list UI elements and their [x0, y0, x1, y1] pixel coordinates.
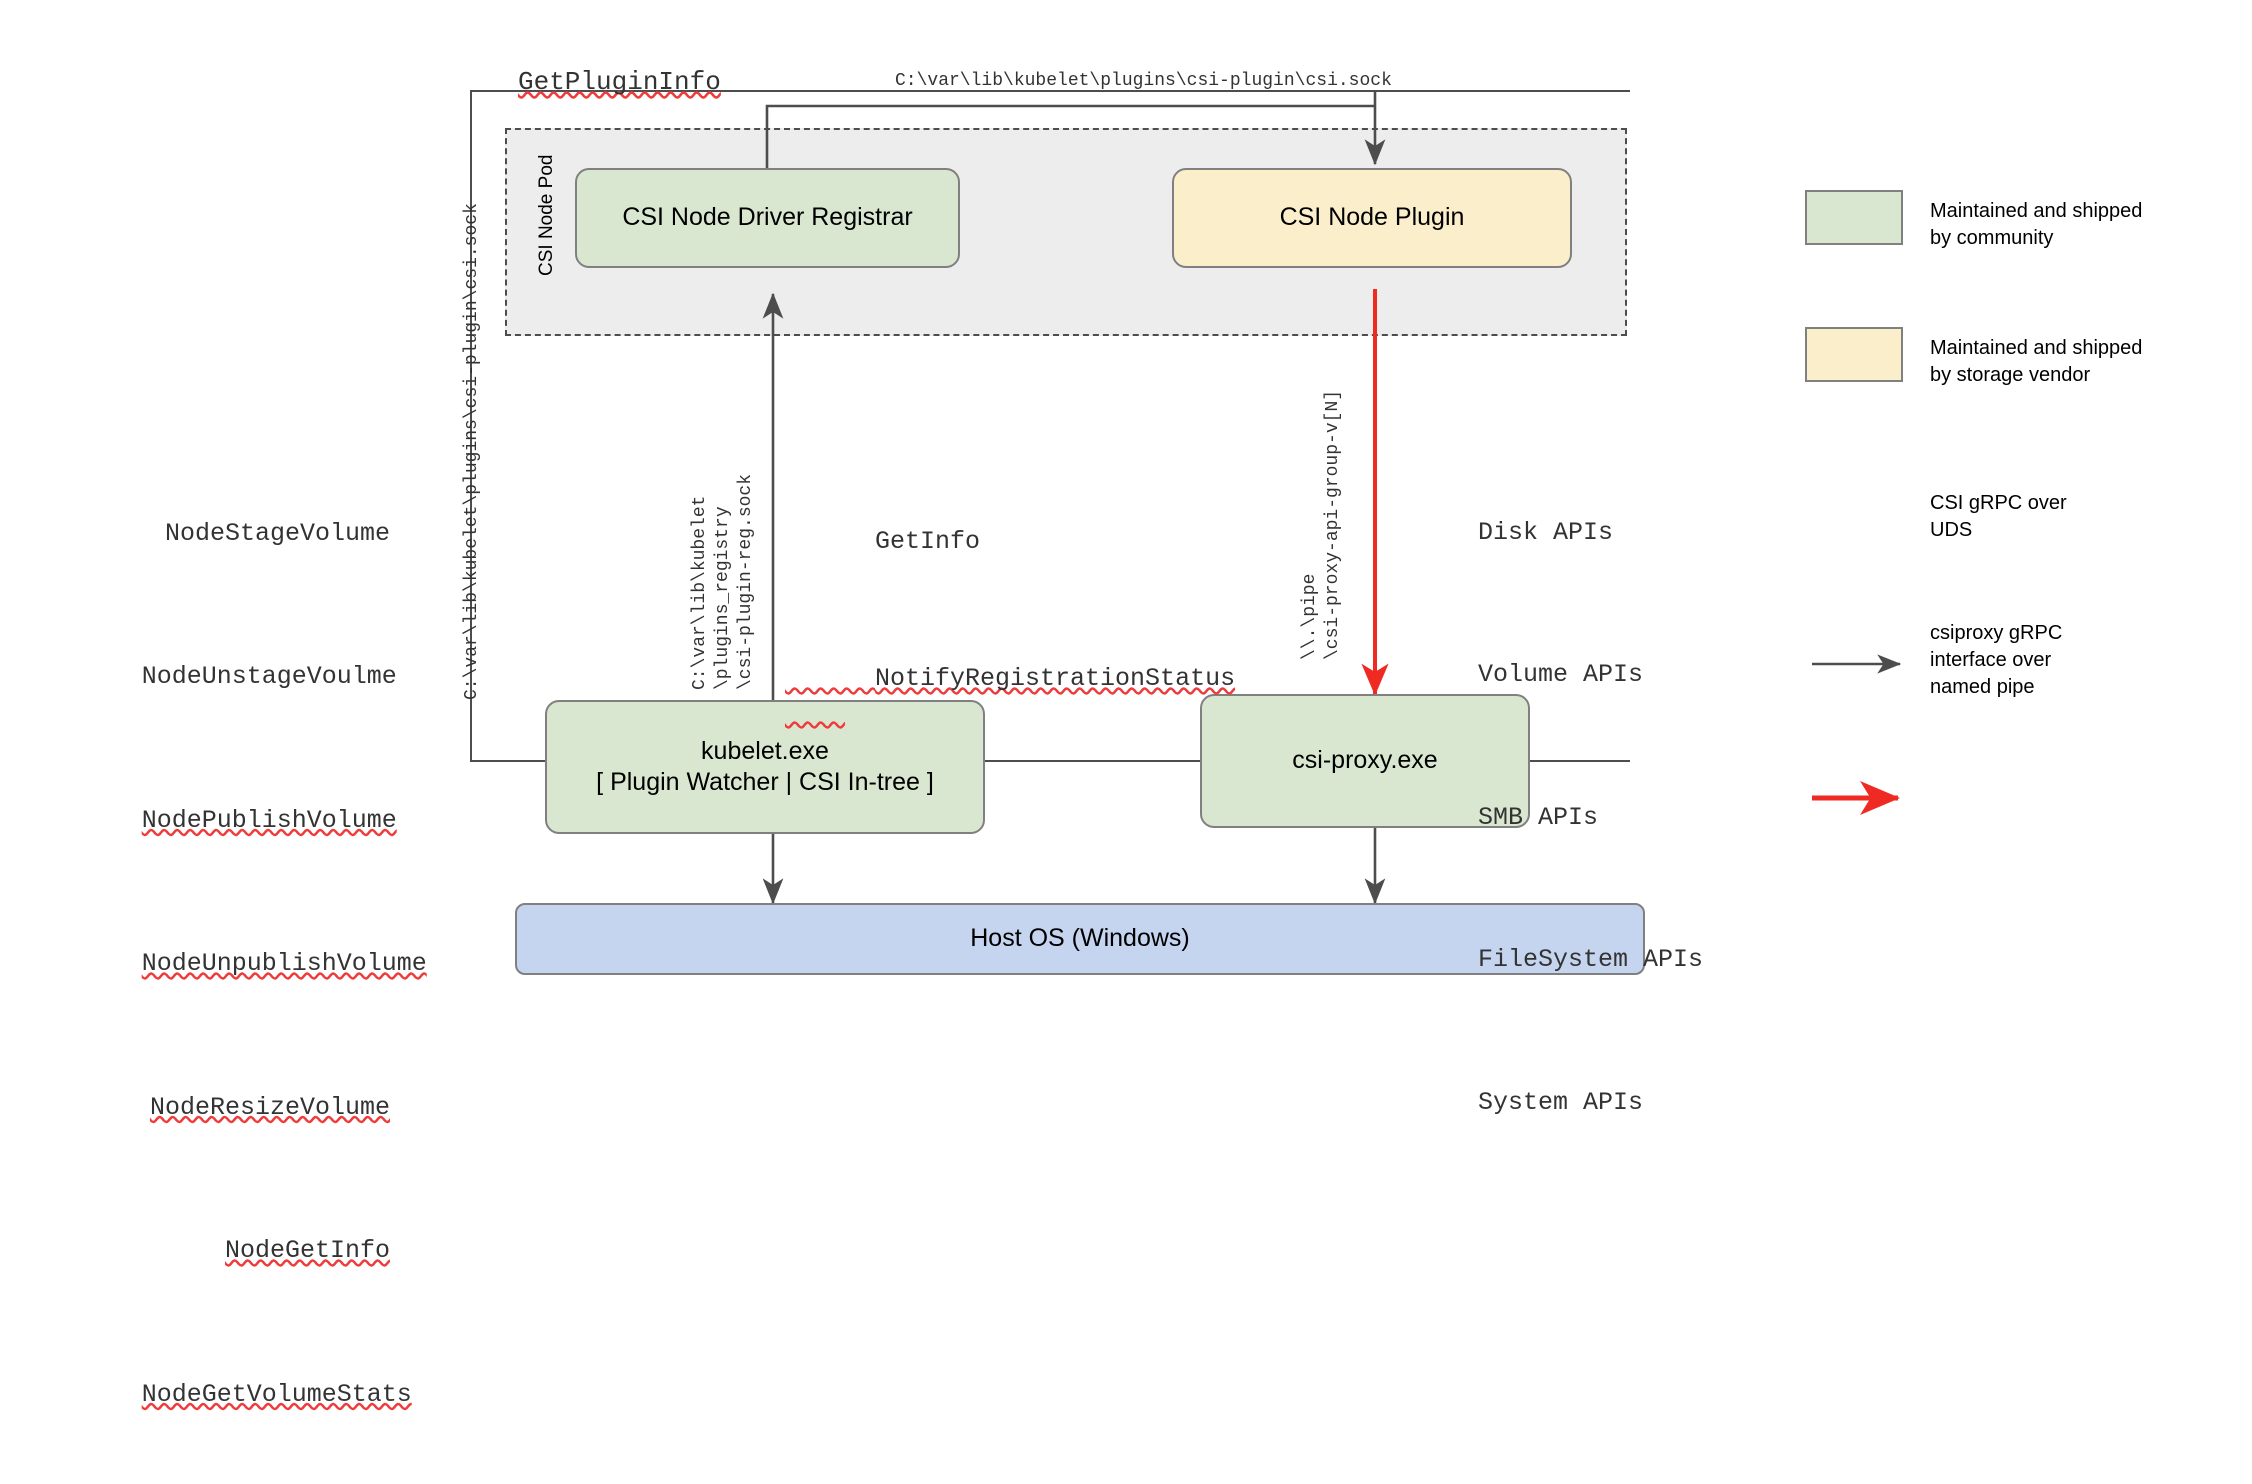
- node-service-call-label: NodeGetVolumeStats: [141, 1379, 412, 1409]
- label-registry-sock-path-line-2: \plugins_registry: [713, 506, 733, 690]
- label-csi-sock-path-left: C:\var\lib\kubelet\plugins\csi-plugin\cs…: [462, 203, 482, 700]
- node-csi-proxy-exe-label: csi-proxy.exe: [1292, 746, 1438, 775]
- label-get-plugin-info: GetPluginInfo: [518, 67, 721, 97]
- node-service-call-item: NodePublishVolume: [100, 766, 397, 874]
- legend-label-vendor: Maintained and shipped by storage vendor: [1930, 337, 2143, 386]
- node-service-call-label: NodeUnstageVoulme: [141, 662, 397, 691]
- csi-proxy-api-label: System APIs: [1478, 1087, 1644, 1117]
- node-service-calls-list: NodeStageVolume NodeUnstageVoulme NodePu…: [100, 443, 427, 1484]
- label-named-pipe-path-line-2: \csi-proxy-api-group-v[N]: [1323, 389, 1343, 660]
- registration-call-label: GetInfo: [875, 526, 981, 556]
- csi-proxy-api-label: FileSystem APIs: [1478, 945, 1704, 974]
- csi-proxy-api-list: Disk APIs Volume APIs SMB APIs FileSyste…: [1388, 443, 1703, 1192]
- csi-proxy-api-label: SMB APIs: [1478, 802, 1599, 832]
- legend-label-csi-grpc-uds: CSI gRPC over UDS: [1930, 492, 2067, 541]
- label-csi-sock-path-top: C:\var\lib\kubelet\plugins\csi-plugin\cs…: [895, 71, 1392, 91]
- label-registry-sock-path-line-3: \csi-plugin-reg.sock: [736, 473, 756, 690]
- node-host-os-label: Host OS (Windows): [970, 924, 1190, 953]
- legend-label-community: Maintained and shipped by community: [1930, 200, 2143, 249]
- legend-label-csiproxy-grpc-named-pipe: csiproxy gRPC interface over named pipe: [1930, 622, 2063, 698]
- label-registry-sock-path-line-1: C:\var\lib\kubelet: [690, 495, 710, 690]
- node-service-call-item: NodeUnpublishVolume: [100, 910, 427, 1018]
- label-named-pipe-path-line-1: \\.\pipe: [1300, 573, 1320, 660]
- node-service-call-item: NodeStageVolume: [100, 479, 390, 587]
- csi-proxy-api-label: Disk APIs: [1478, 517, 1614, 547]
- node-service-call-label: NodeUnpublishVolume: [141, 949, 427, 978]
- node-csi-node-driver-registrar-label: CSI Node Driver Registrar: [622, 203, 913, 232]
- csi-proxy-api-item: FileSystem APIs: [1388, 907, 1703, 1014]
- get-plugin-info-routing-bracket: [470, 90, 1630, 762]
- csi-proxy-api-item: SMB APIs: [1388, 764, 1703, 871]
- node-service-call-label: NodePublishVolume: [141, 805, 397, 835]
- registration-calls-list: GetInfo NotifyRegistrationStatus: [785, 455, 1235, 766]
- legend-swatch-community: [1805, 190, 1903, 245]
- diagram-canvas: CSI Node Pod CSI Node Driver Registrar: [142, 67, 2143, 1409]
- node-service-call-item: NodeGetInfo: [100, 1197, 390, 1305]
- node-kubelet-exe-label: kubelet.exe [ Plugin Watcher | CSI In-tr…: [596, 736, 934, 796]
- registration-call-item: NotifyRegistrationStatus: [785, 628, 1235, 729]
- legend-swatch-vendor: [1805, 327, 1903, 382]
- node-service-call-item: NodeResizeVolume: [100, 1053, 390, 1161]
- node-service-call-label: NodeStageVolume: [164, 518, 390, 548]
- node-csi-node-plugin[interactable]: CSI Node Plugin: [1172, 168, 1572, 268]
- node-kubelet-exe[interactable]: kubelet.exe [ Plugin Watcher | CSI In-tr…: [545, 700, 985, 834]
- csi-proxy-api-item: System APIs: [1388, 1049, 1703, 1156]
- node-csi-node-plugin-label: CSI Node Plugin: [1279, 203, 1465, 232]
- csi-node-pod-label: CSI Node Pod: [536, 154, 557, 276]
- node-service-call-item: NodeUnstageVoulme: [100, 623, 397, 731]
- node-service-call-item: NodeGetVolumeStats: [100, 1340, 412, 1448]
- node-csi-proxy-exe[interactable]: csi-proxy.exe: [1200, 694, 1530, 828]
- csi-proxy-api-item: Volume APIs: [1388, 622, 1703, 729]
- csi-proxy-api-label: Volume APIs: [1478, 660, 1644, 689]
- node-service-call-label: NodeResizeVolume: [149, 1092, 390, 1122]
- node-host-os[interactable]: Host OS (Windows): [515, 903, 1645, 975]
- csi-proxy-api-item: Disk APIs: [1388, 479, 1703, 586]
- node-service-call-label: NodeGetInfo: [224, 1236, 390, 1265]
- registration-call-label: NotifyRegistrationStatus: [875, 664, 1236, 693]
- registration-call-item: GetInfo: [785, 491, 1235, 592]
- node-csi-node-driver-registrar[interactable]: CSI Node Driver Registrar: [575, 168, 960, 268]
